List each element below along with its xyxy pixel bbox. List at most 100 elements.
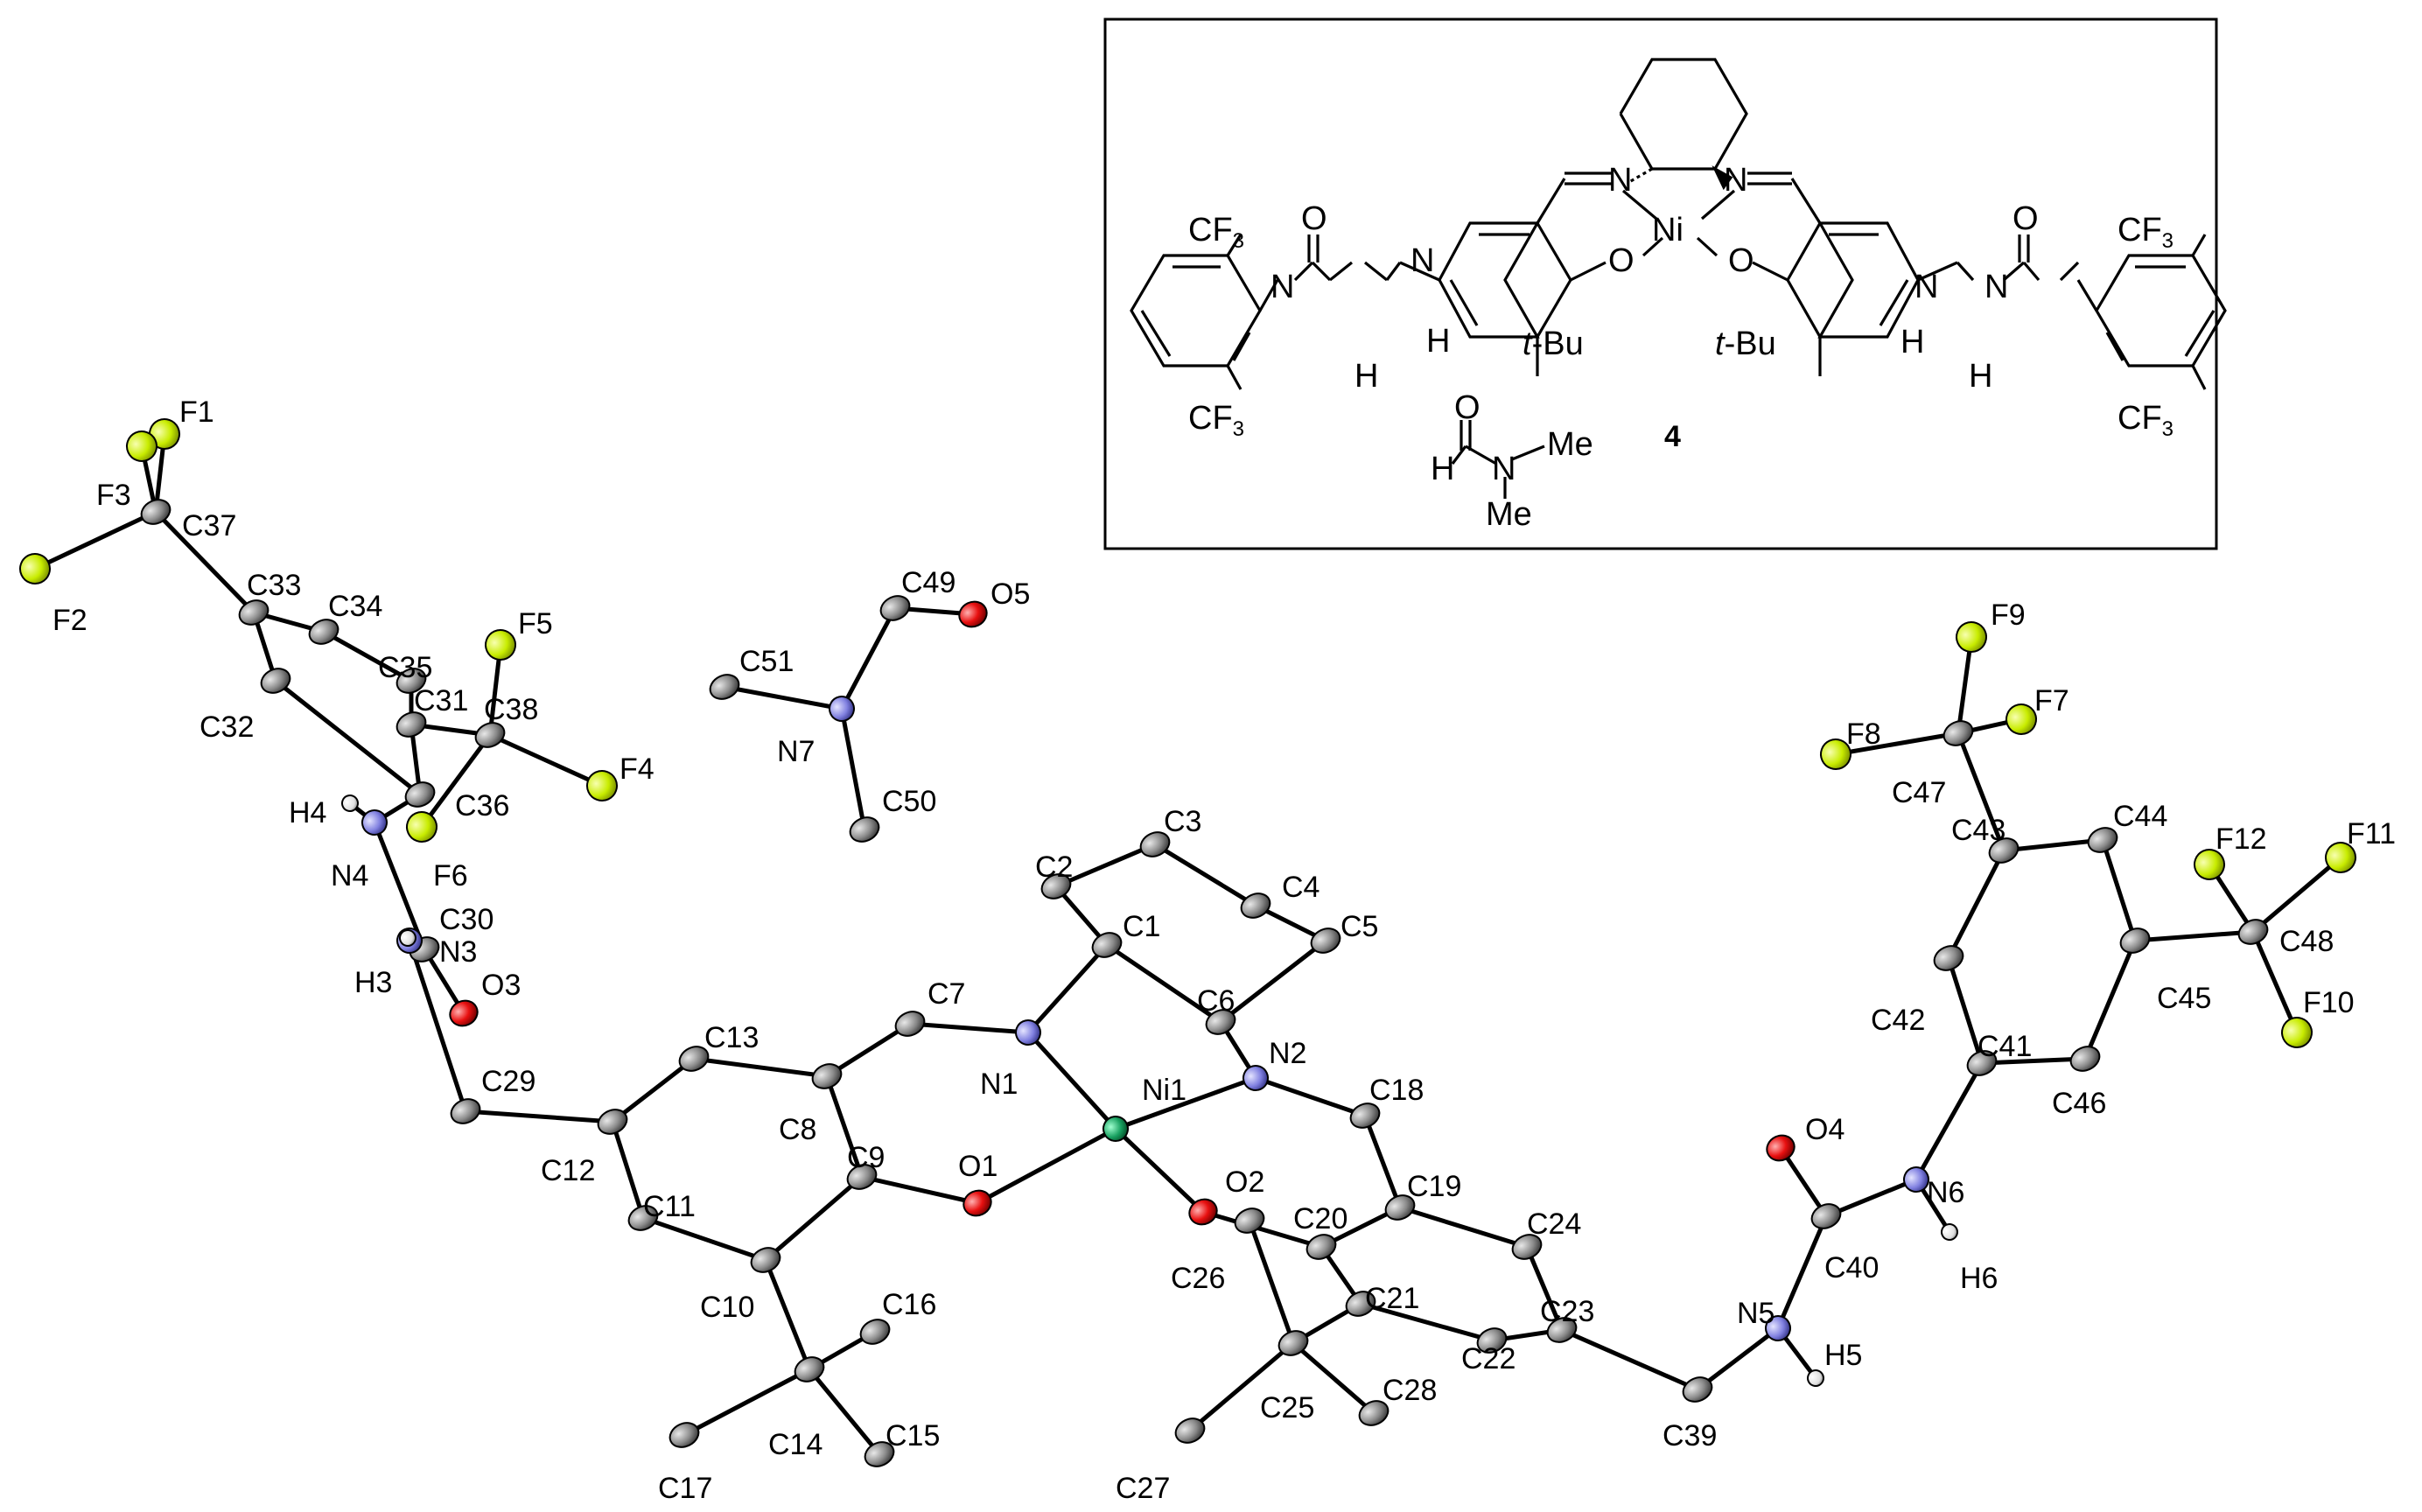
atom-h3 bbox=[399, 929, 416, 947]
inset-ni: Ni bbox=[1652, 212, 1684, 248]
bond-c13-c8 bbox=[693, 1056, 828, 1079]
atom-label-f8: F8 bbox=[1846, 718, 1881, 751]
atom-label-n6: N6 bbox=[1927, 1176, 1964, 1209]
atom-c28 bbox=[1358, 1400, 1390, 1426]
atom-label-c22: C22 bbox=[1461, 1342, 1516, 1376]
atom-n4 bbox=[361, 809, 388, 836]
atom-label-c40: C40 bbox=[1824, 1251, 1879, 1284]
cf3-text: CF bbox=[1188, 212, 1233, 248]
bond-c8-c9 bbox=[824, 1075, 864, 1178]
atom-label-f5: F5 bbox=[518, 607, 553, 640]
atom-label-c27: C27 bbox=[1116, 1472, 1170, 1505]
atom-c47 bbox=[1942, 720, 1974, 746]
atom-label-c15: C15 bbox=[886, 1419, 940, 1452]
cf3-text: CF bbox=[2118, 400, 2162, 437]
inset-dmf-me2: Me bbox=[1486, 496, 1532, 533]
atom-label-c41: C41 bbox=[1978, 1030, 2032, 1063]
atom-n6 bbox=[1903, 1166, 1929, 1193]
inset-frame bbox=[1103, 18, 2218, 550]
atom-c23 bbox=[1546, 1317, 1578, 1343]
atom-label-c25: C25 bbox=[1260, 1391, 1314, 1424]
atom-f10 bbox=[2281, 1017, 2313, 1048]
inset-bonds bbox=[1130, 58, 2227, 499]
atom-label-c19: C19 bbox=[1407, 1170, 1461, 1203]
atom-label-o4: O4 bbox=[1805, 1113, 1844, 1146]
atom-label-c38: C38 bbox=[484, 693, 538, 726]
inset-cf3-lr: CF3 bbox=[2118, 400, 2174, 441]
atom-label-c34: C34 bbox=[328, 590, 382, 623]
atom-n1 bbox=[1015, 1019, 1041, 1046]
bond-n1-ni1 bbox=[1026, 1031, 1117, 1130]
inset-dmf-h: H bbox=[1431, 451, 1454, 487]
inset-cf3-ur: CF3 bbox=[2118, 212, 2174, 253]
atom-o4 bbox=[1766, 1134, 1796, 1162]
atom-label-c11: C11 bbox=[643, 1190, 696, 1223]
bond-n7-c50 bbox=[839, 708, 867, 830]
cf3-subscript: 3 bbox=[2162, 417, 2174, 441]
bond-c11-c10 bbox=[642, 1215, 766, 1263]
inset-h-right: H bbox=[1900, 324, 1924, 360]
bond-c12-c11 bbox=[610, 1121, 646, 1219]
atom-c2 bbox=[1040, 873, 1072, 900]
atom-n5 bbox=[1765, 1315, 1791, 1341]
bond-c23-c39 bbox=[1560, 1327, 1699, 1392]
bond-c40-o4 bbox=[1778, 1146, 1829, 1218]
atom-label-n4: N4 bbox=[331, 859, 368, 892]
atom-c10 bbox=[750, 1247, 781, 1273]
atom-label-c16: C16 bbox=[882, 1288, 936, 1321]
inset-h2-right: H bbox=[1969, 358, 1992, 395]
atom-f11 bbox=[2325, 842, 2356, 873]
cf3-text: CF bbox=[1188, 400, 1233, 437]
inset-tbu-right-t: t bbox=[1715, 326, 1726, 362]
atom-label-c37: C37 bbox=[182, 509, 236, 542]
atom-h6 bbox=[1941, 1223, 1958, 1241]
atom-label-f3: F3 bbox=[96, 479, 131, 512]
atom-label-c46: C46 bbox=[2052, 1087, 2106, 1120]
bond-c47-f9 bbox=[1956, 636, 1974, 734]
bond-c25-c28 bbox=[1292, 1341, 1376, 1415]
bond-c25-c26 bbox=[1247, 1220, 1296, 1344]
bond-c12-c13 bbox=[611, 1057, 696, 1124]
bond-c41-c46 bbox=[1981, 1056, 2086, 1066]
inset-nh-left: N bbox=[1410, 242, 1434, 279]
inset-o-right: O bbox=[1728, 242, 1754, 279]
atom-c12 bbox=[597, 1109, 628, 1135]
atom-label-n1: N1 bbox=[980, 1068, 1018, 1101]
bond-f2-c37 bbox=[33, 509, 158, 571]
inset-oc-right: O bbox=[2012, 200, 2039, 237]
atom-c1 bbox=[1091, 932, 1123, 958]
atom-c3 bbox=[1139, 831, 1171, 858]
atom-c22 bbox=[1476, 1327, 1508, 1354]
atom-c5 bbox=[1310, 928, 1341, 954]
bond-n6-c41 bbox=[1914, 1061, 1984, 1181]
atom-label-c24: C24 bbox=[1527, 1208, 1581, 1241]
cf3-subscript: 3 bbox=[2162, 229, 2174, 253]
atom-label-c49: C49 bbox=[901, 566, 956, 599]
bond-c44-c45 bbox=[2100, 839, 2138, 942]
bond-c7-n1 bbox=[909, 1021, 1029, 1035]
atom-label-c44: C44 bbox=[2113, 800, 2167, 833]
atom-f2 bbox=[19, 553, 51, 584]
atom-label-c10: C10 bbox=[700, 1291, 754, 1324]
bond-c14-c17 bbox=[682, 1367, 811, 1438]
atom-label-c21: C21 bbox=[1365, 1282, 1419, 1315]
atom-label-c43: C43 bbox=[1951, 814, 2006, 847]
bond-c3-c4 bbox=[1153, 842, 1257, 908]
bond-c34-c35 bbox=[322, 629, 413, 683]
bond-c25-c27 bbox=[1188, 1341, 1295, 1432]
atom-o3 bbox=[449, 999, 479, 1027]
atom-c27 bbox=[1174, 1418, 1206, 1444]
atom-label-c20: C20 bbox=[1293, 1202, 1348, 1236]
atom-c7 bbox=[894, 1011, 926, 1037]
bond-c47-f8 bbox=[1835, 731, 1959, 757]
atom-label-c29: C29 bbox=[481, 1065, 536, 1098]
atom-label-c45: C45 bbox=[2157, 982, 2211, 1015]
cf3-subscript: 3 bbox=[1233, 417, 1244, 441]
bond-c37-c33 bbox=[154, 510, 256, 614]
atom-c32 bbox=[260, 668, 291, 694]
atom-c46 bbox=[2069, 1046, 2101, 1072]
bond-n2-ni1 bbox=[1115, 1075, 1256, 1131]
bond-c45-c48 bbox=[2134, 929, 2254, 943]
bond-o2-c20 bbox=[1202, 1209, 1322, 1250]
atom-label-f12: F12 bbox=[2216, 822, 2267, 856]
